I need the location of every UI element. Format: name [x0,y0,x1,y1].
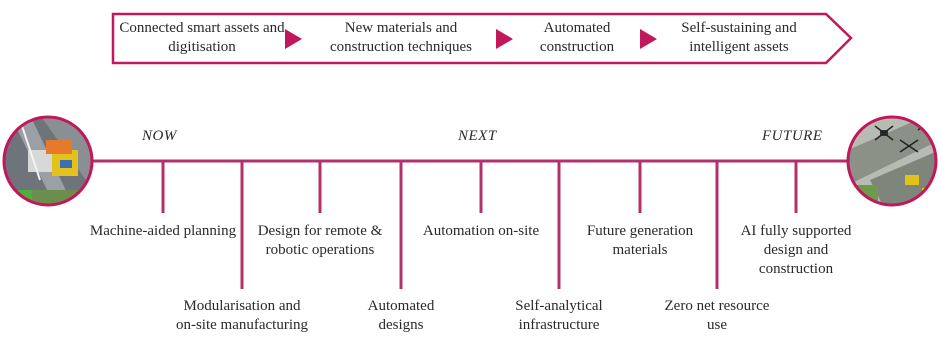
milestone-ai-design-construction: AI fully supported design and constructi… [740,223,852,277]
stage-1: Connected smart assets and digitisation [119,20,285,55]
milestone-zero-net-resource-use: Zero net resource use [664,298,770,333]
era-now: NOW [142,128,177,144]
milestone-self-analytical-infrastructure: Self-analytical infrastructure [515,298,603,333]
stages-banner [111,12,853,65]
chevron-arrow-icon [496,29,513,49]
era-next: NEXT [458,128,497,144]
era-future: FUTURE [762,128,823,144]
left-image-ring [2,115,94,207]
chevron-arrow-icon [640,29,657,49]
milestone-modularisation: Modularisation and on-site manufacturing [175,298,309,333]
right-image-ring [846,115,938,207]
milestone-machine-aided-planning: Machine-aided planning [89,223,237,239]
stage-2: New materials and construction technique… [329,20,473,55]
milestone-future-generation-materials: Future generation materials [586,223,694,258]
milestone-design-remote-robotic: Design for remote & robotic operations [257,223,383,258]
milestone-automated-designs: Automated designs [367,298,435,333]
stage-4: Self-sustaining and intelligent assets [681,20,797,55]
stage-3: Automated construction [539,20,615,55]
chevron-arrow-icon [285,29,302,49]
highway-construction-image [4,117,92,205]
banner-outline [111,12,853,65]
milestone-automation-onsite: Automation on-site [422,223,540,239]
